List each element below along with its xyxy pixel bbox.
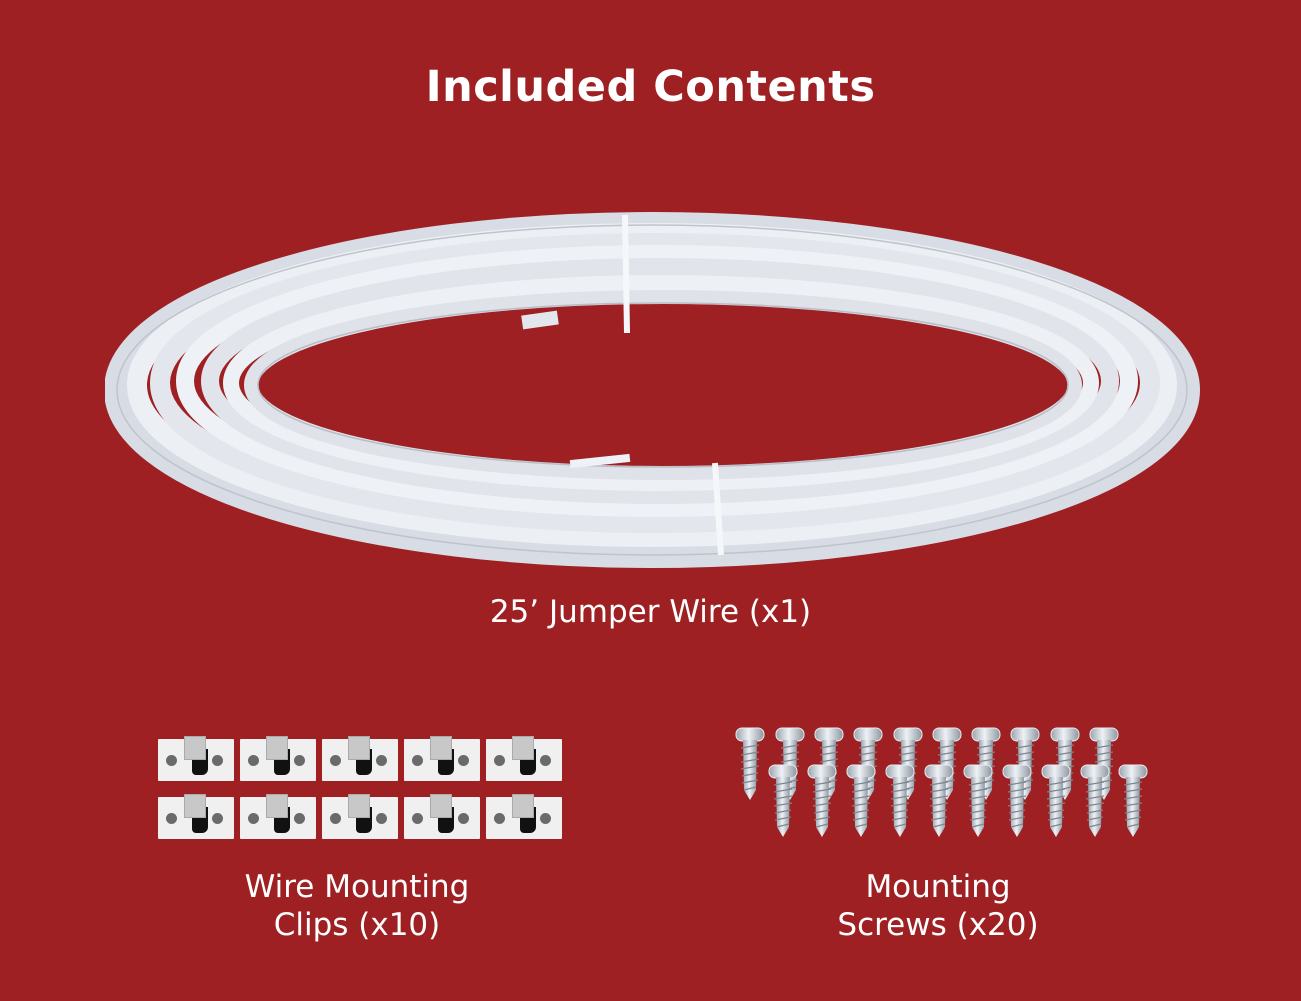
wire-mounting-clips-image [158,736,570,841]
clip [404,736,480,781]
clip [404,794,480,839]
clip [240,794,316,839]
clip [158,736,234,781]
clip [486,794,562,839]
clip [240,736,316,781]
screws-caption-line2: Screws (x20) [837,907,1039,943]
clip [322,736,398,781]
screws-caption-line1: Mounting [865,869,1011,905]
page-title: Included Contents [425,62,876,112]
jumper-wire-coil-image [105,212,1200,568]
clip [486,736,562,781]
clips-caption-line2: Clips (x10) [273,907,441,943]
mounting-screws-image [735,727,1148,838]
clips-caption-line1: Wire Mounting [244,869,470,905]
clip [322,794,398,839]
clip [158,794,234,839]
wire-mounting-clips-caption: Wire Mounting Clips (x10) [157,868,557,944]
jumper-wire-caption: 25’ Jumper Wire (x1) [489,594,812,630]
mounting-screws-caption: Mounting Screws (x20) [738,868,1138,944]
